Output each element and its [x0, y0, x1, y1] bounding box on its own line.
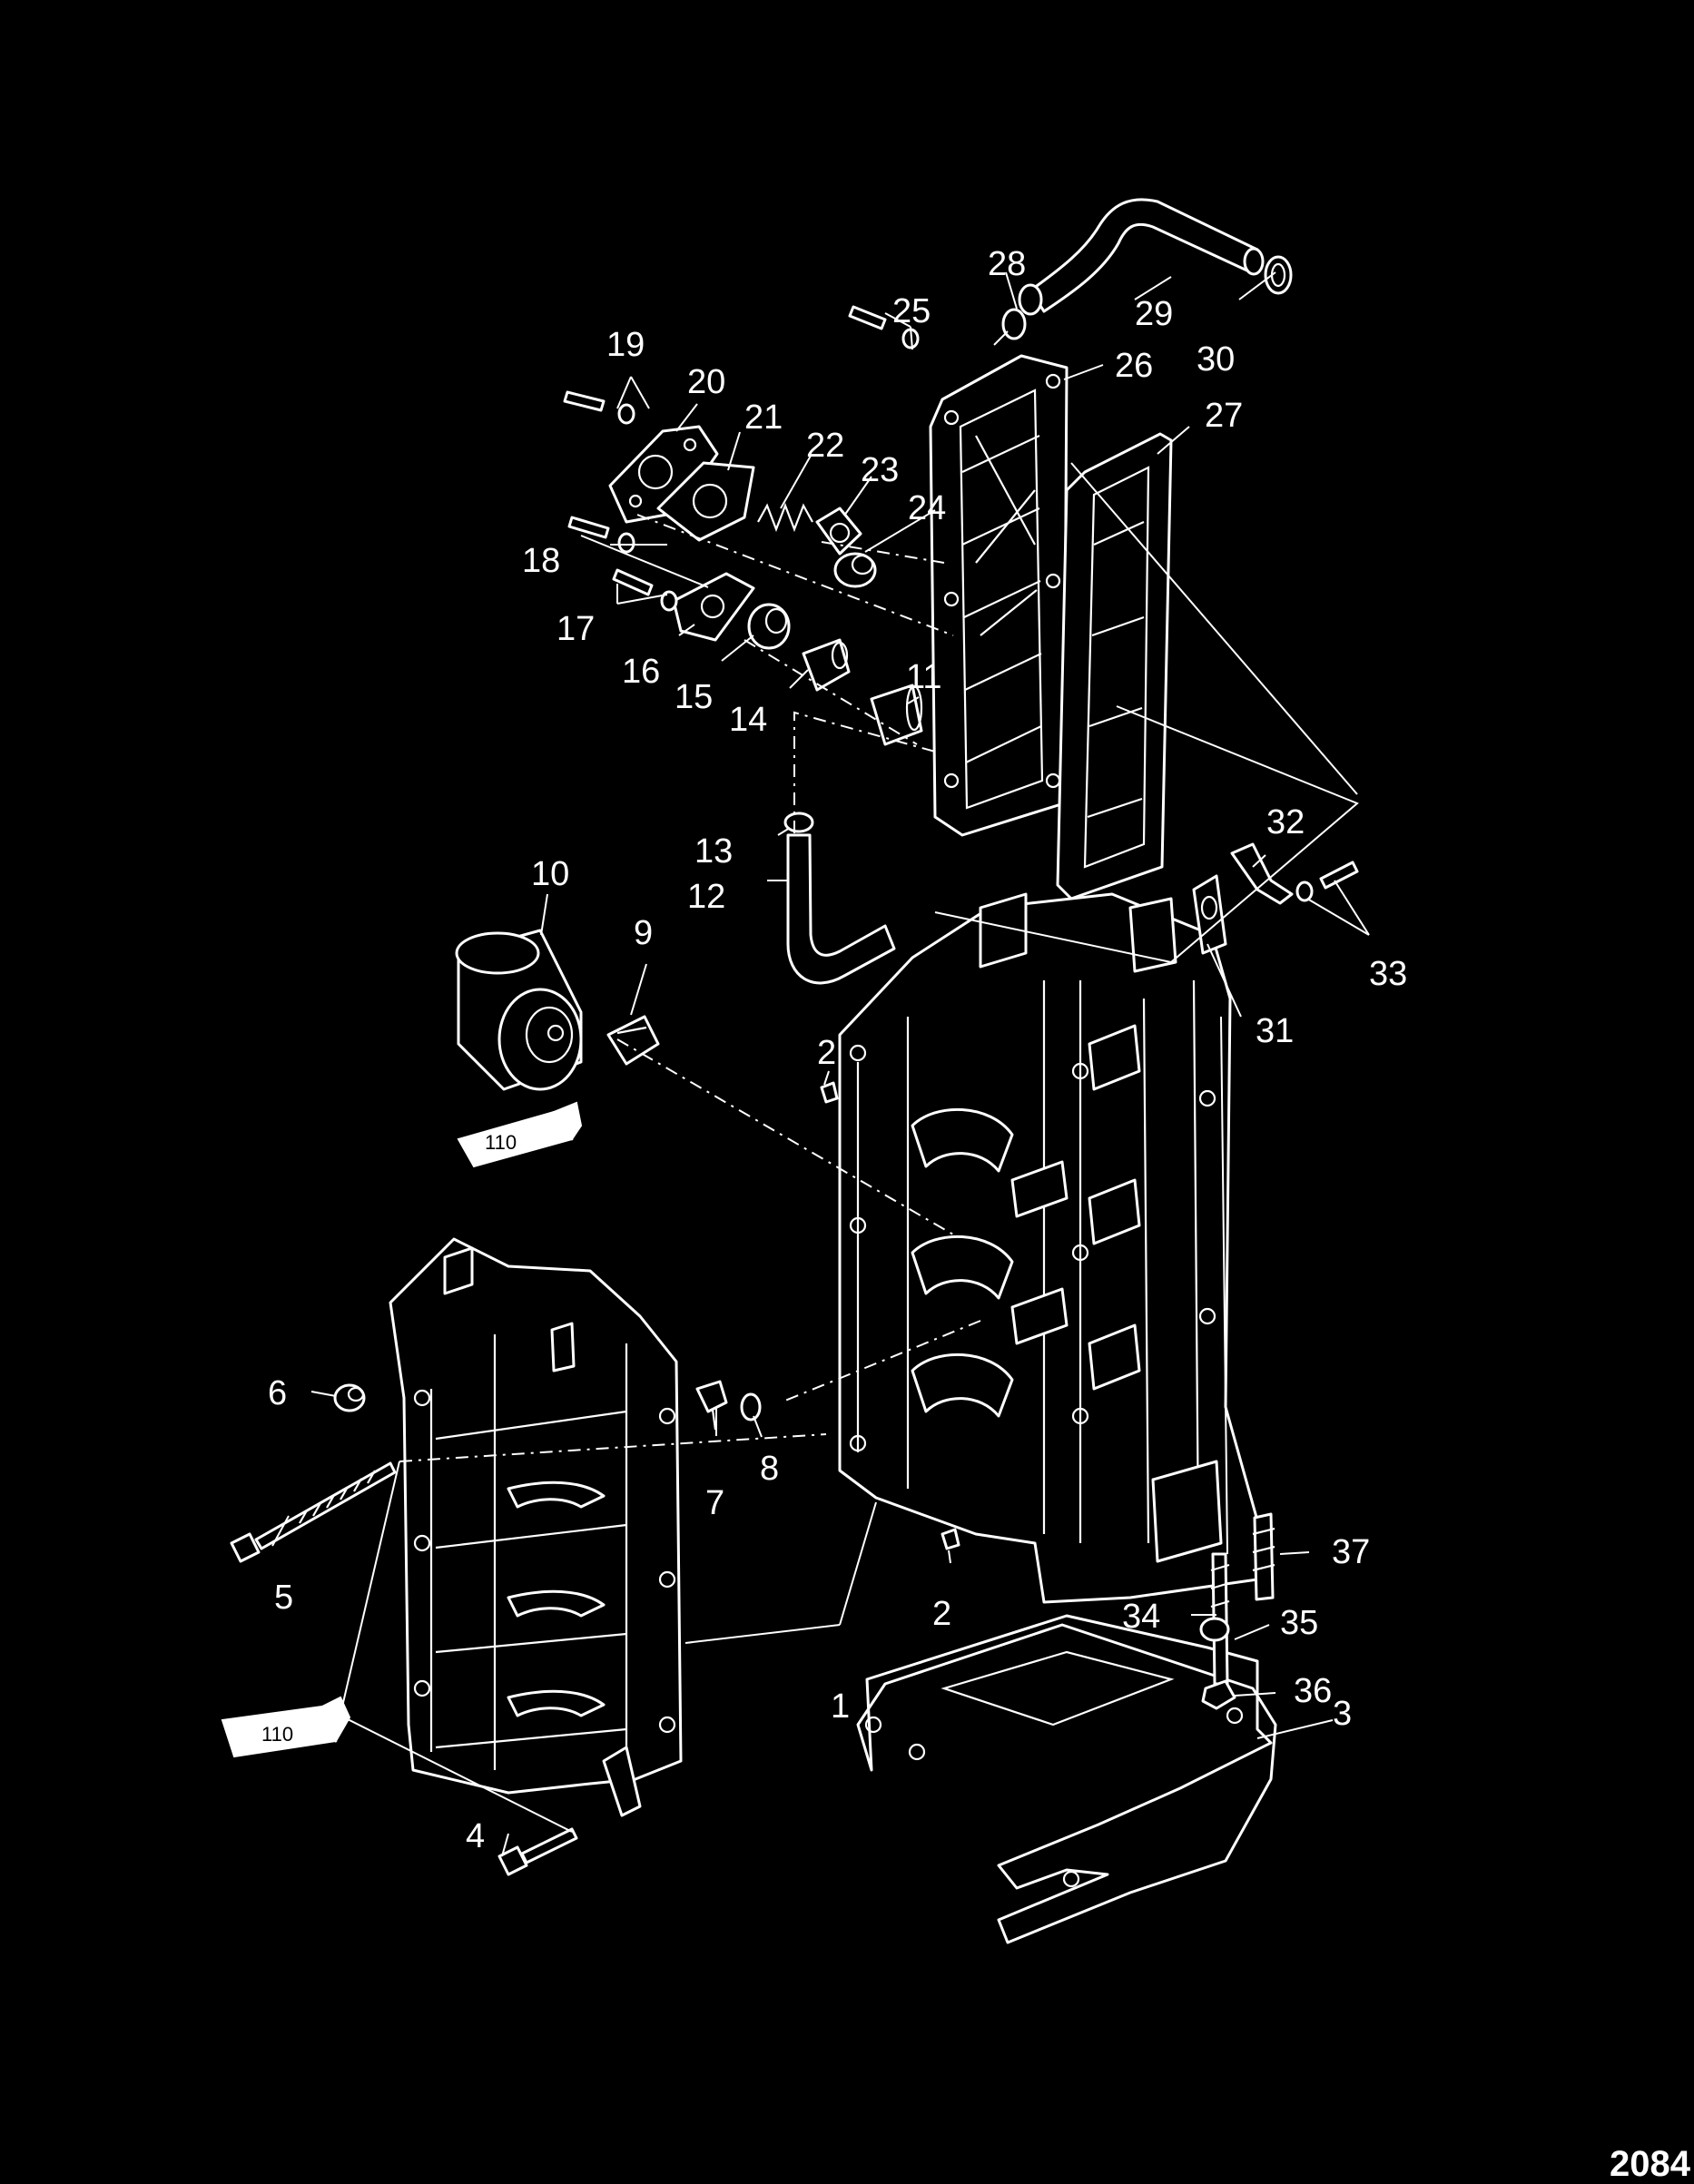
washer-35: [1199, 1617, 1230, 1642]
callout-37: 37: [1332, 1533, 1370, 1571]
sealant-tube-upper: [457, 1101, 583, 1168]
gasket-27: [1056, 432, 1173, 900]
bracket-31: [1192, 874, 1227, 955]
nut-36: [1201, 1679, 1236, 1710]
thermostat-cover-20: [608, 425, 719, 524]
callout-18: 18: [522, 542, 560, 580]
sleeve-11: [870, 684, 923, 746]
callout-35: 35: [1280, 1604, 1318, 1642]
callout-21: 21: [744, 398, 783, 437]
bolts-17-18: [567, 516, 678, 612]
callout-10: 10: [531, 855, 569, 893]
callout-30: 30: [1197, 340, 1235, 379]
callout-25: 25: [892, 292, 931, 330]
callout-7: 7: [705, 1484, 724, 1522]
callout-26: 26: [1115, 347, 1153, 385]
washer-8: [740, 1392, 762, 1422]
callout-14: 14: [729, 701, 767, 739]
stud-37: [1252, 1512, 1275, 1601]
poppet-valve-14: [802, 638, 851, 692]
bolt-5: [230, 1461, 397, 1563]
spring-22: [757, 502, 813, 533]
callout-20: 20: [687, 363, 725, 401]
clamp-28: [1001, 308, 1027, 340]
callout-2-upper: 2: [817, 1034, 836, 1072]
figure-id: 2084: [1610, 2144, 1691, 2184]
plug-7: [695, 1380, 728, 1431]
callout-15: 15: [675, 678, 713, 716]
callout-31: 31: [1256, 1012, 1294, 1050]
callout-27: 27: [1205, 397, 1243, 435]
callout-11: 11: [906, 658, 941, 696]
callout-34: 34: [1122, 1598, 1160, 1636]
callout-9: 9: [634, 914, 653, 952]
callout-17: 17: [556, 610, 595, 648]
plug-6: [333, 1383, 366, 1412]
grommet-24: [833, 552, 877, 588]
callout-33: 33: [1369, 955, 1407, 993]
bolts-19-25: [563, 305, 920, 425]
hose-12: [786, 833, 896, 985]
callout-13: 13: [694, 832, 733, 871]
oil-filter-10: [455, 929, 583, 1091]
callout-24: 24: [908, 489, 946, 527]
callout-1: 1: [831, 1687, 850, 1726]
callout-6: 6: [268, 1374, 287, 1412]
callout-36: 36: [1294, 1672, 1332, 1710]
callout-5: 5: [274, 1579, 293, 1617]
callout-3: 3: [1333, 1695, 1352, 1733]
hose-clamp-30: [1264, 255, 1293, 295]
callout-19: 19: [606, 326, 645, 364]
sealant-tube-label-lower: 110: [261, 1723, 293, 1746]
bolt-33: [1295, 861, 1359, 902]
clamp-13: [783, 812, 814, 833]
bolt-4: [497, 1827, 578, 1876]
callout-28: 28: [988, 245, 1026, 283]
gasket-3: [856, 1614, 1277, 1944]
exhaust-cover-26: [929, 354, 1069, 837]
callout-32: 32: [1266, 803, 1305, 841]
hose-29: [1018, 198, 1265, 316]
sealant-tube-label-upper: 110: [485, 1131, 517, 1154]
cylinder-block-1: [838, 892, 1266, 1604]
callout-29: 29: [1135, 295, 1173, 333]
fitting-9: [606, 1015, 660, 1066]
dowel-pin-2-lower: [941, 1528, 960, 1550]
crankcase-cover-1: [389, 1237, 683, 1817]
lever-32: [1230, 842, 1294, 905]
callout-labels: 1 2 2 3 4 5 6 7 8 9 10 11 12 13 14 15 16…: [268, 245, 1407, 1855]
callout-4: 4: [466, 1817, 485, 1855]
callout-12: 12: [687, 878, 725, 916]
grommet-15: [747, 603, 791, 650]
callout-23: 23: [861, 451, 899, 489]
callout-8: 8: [760, 1450, 779, 1488]
callout-22: 22: [806, 427, 844, 465]
callout-16: 16: [622, 653, 660, 691]
assembly-lines: [335, 330, 1359, 1833]
dowel-pin-2-upper: [820, 1081, 839, 1104]
callout-2-lower: 2: [932, 1595, 951, 1633]
leader-lines: [271, 271, 1370, 1857]
poppet-cover-16: [672, 572, 755, 642]
